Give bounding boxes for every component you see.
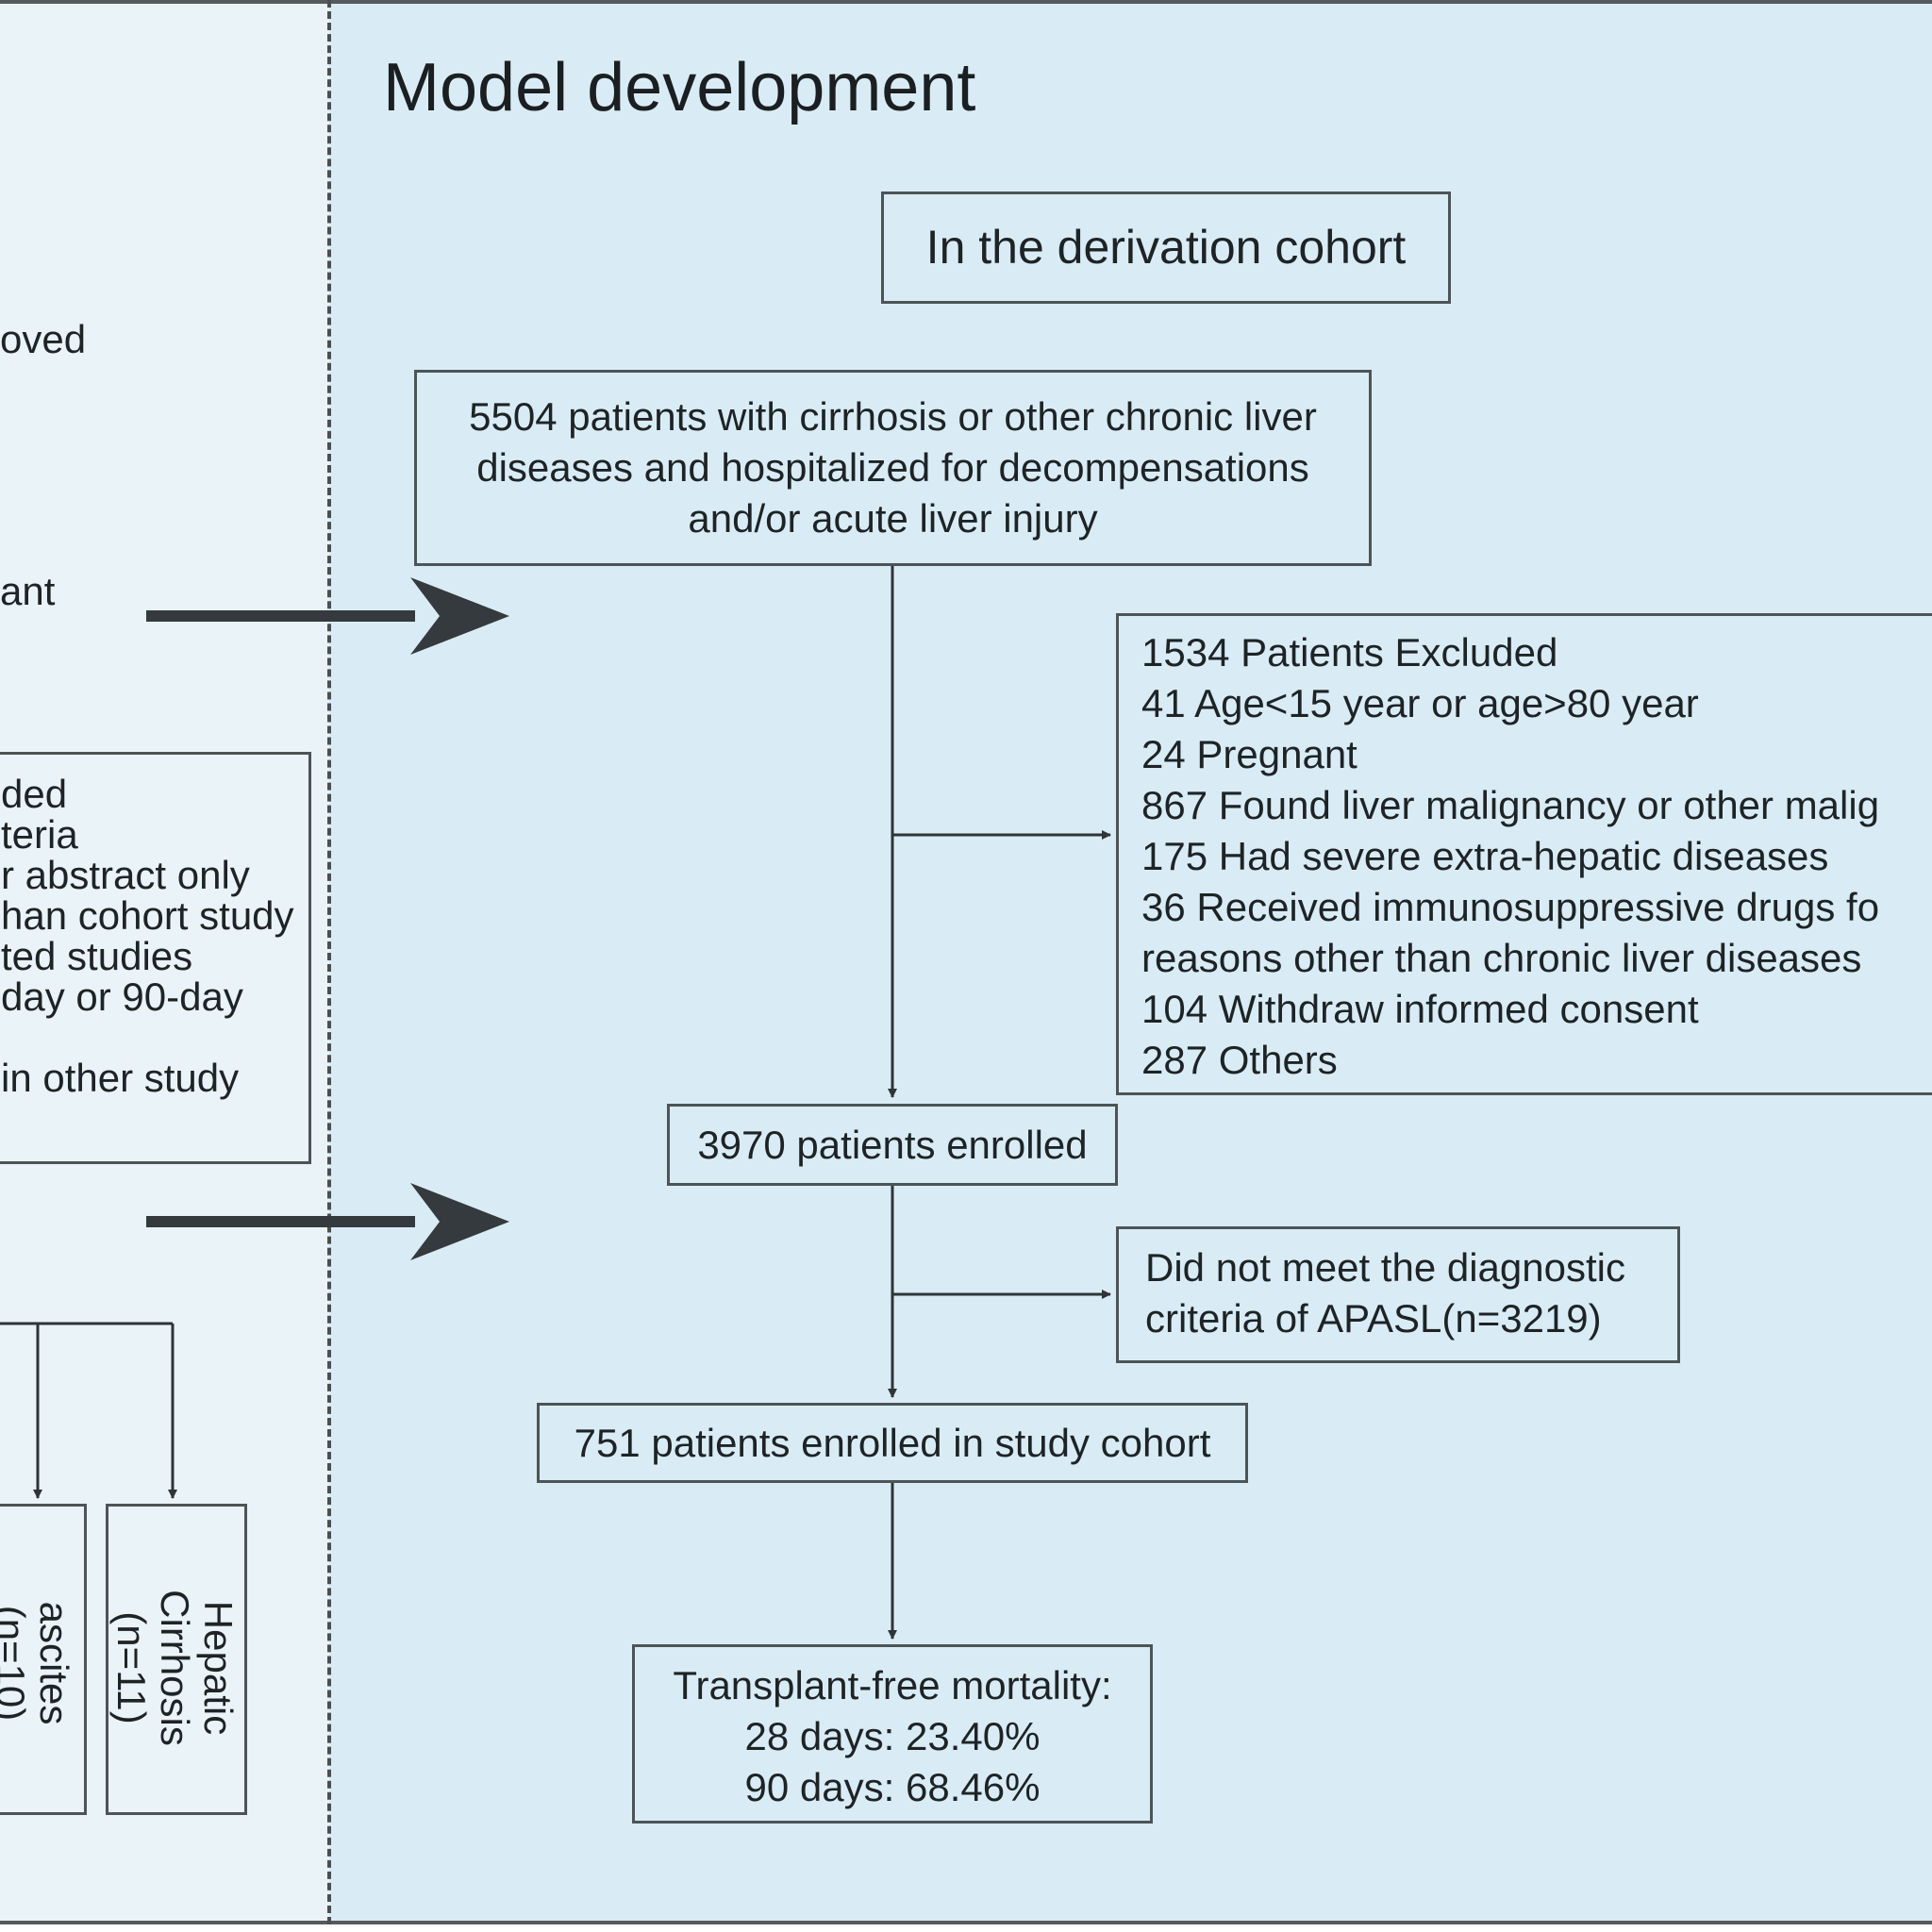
exclusion-line: 104 Withdraw informed consent	[1141, 987, 1699, 1031]
left-exclusion-line: ted studies	[1, 934, 193, 978]
apasl-line: criteria of APASL(n=3219)	[1145, 1296, 1602, 1341]
exclusion-line: 867 Found liver malignancy or other mali…	[1141, 783, 1880, 827]
initial-cohort-line: diseases and hospitalized for decompensa…	[476, 445, 1309, 490]
exclusion-line: 175 Had severe extra-hepatic diseases	[1141, 834, 1829, 878]
apasl-line: Did not meet the diagnostic	[1145, 1245, 1625, 1290]
exclusion-line: reasons other than chronic liver disease…	[1141, 936, 1862, 980]
outcome-line: 28 days: 23.40%	[744, 1714, 1041, 1758]
big-arrow-upper-head	[410, 577, 509, 655]
derivation-cohort-box: In the derivation cohort	[881, 192, 1451, 304]
left-exclusion-line: teria	[1, 812, 78, 857]
initial-cohort-line: and/or acute liver injury	[688, 496, 1098, 541]
derivation-cohort-label: In the derivation cohort	[925, 221, 1407, 274]
left-exclusion-line: ded	[1, 772, 68, 816]
initial-cohort-box: 5504 patients with cirrhosis or other ch…	[414, 370, 1372, 566]
left-exclusion-line: han cohort study	[1, 893, 294, 938]
initial-cohort-line: 5504 patients with cirrhosis or other ch…	[469, 394, 1317, 439]
outcome-line: Transplant-free mortality:	[673, 1663, 1112, 1707]
study-cohort-box: 751 patients enrolled in study cohort	[537, 1403, 1248, 1483]
subgroup-cirrhosis-box	[106, 1504, 247, 1815]
subgroup-ascites-box	[0, 1504, 87, 1815]
panel-title: Model development	[383, 50, 976, 125]
left-exclusion-line: day or 90-day	[1, 974, 243, 1019]
outcome-line: 90 days: 68.46%	[744, 1765, 1041, 1809]
exclusion-box: 1534 Patients Excluded 41 Age<15 year or…	[1116, 613, 1932, 1095]
left-exclusion-line: in other study	[1, 1056, 240, 1100]
dashed-divider	[327, 0, 331, 1924]
left-fragment-ant: ant	[0, 569, 56, 613]
enrolled-box: 3970 patients enrolled	[667, 1104, 1118, 1186]
exclusion-line: 1534 Patients Excluded	[1141, 630, 1558, 675]
apasl-exclusion-box: Did not meet the diagnostic criteria of …	[1116, 1226, 1680, 1363]
exclusion-line: 41 Age<15 year or age>80 year	[1141, 681, 1699, 725]
exclusion-line: 24 Pregnant	[1141, 732, 1357, 776]
left-fragment-oved: oved	[0, 317, 87, 361]
big-arrow-lower-head	[410, 1183, 509, 1260]
outcome-box: Transplant-free mortality: 28 days: 23.4…	[632, 1644, 1153, 1824]
exclusion-line: 36 Received immunosuppressive drugs fo	[1141, 885, 1880, 929]
study-cohort-label: 751 patients enrolled in study cohort	[574, 1421, 1211, 1465]
left-exclusion-line: r abstract only	[1, 853, 250, 897]
left-exclusion-box: ded teria r abstract only han cohort stu…	[0, 752, 311, 1164]
enrolled-label: 3970 patients enrolled	[697, 1123, 1088, 1167]
exclusion-line: 287 Others	[1141, 1038, 1338, 1082]
